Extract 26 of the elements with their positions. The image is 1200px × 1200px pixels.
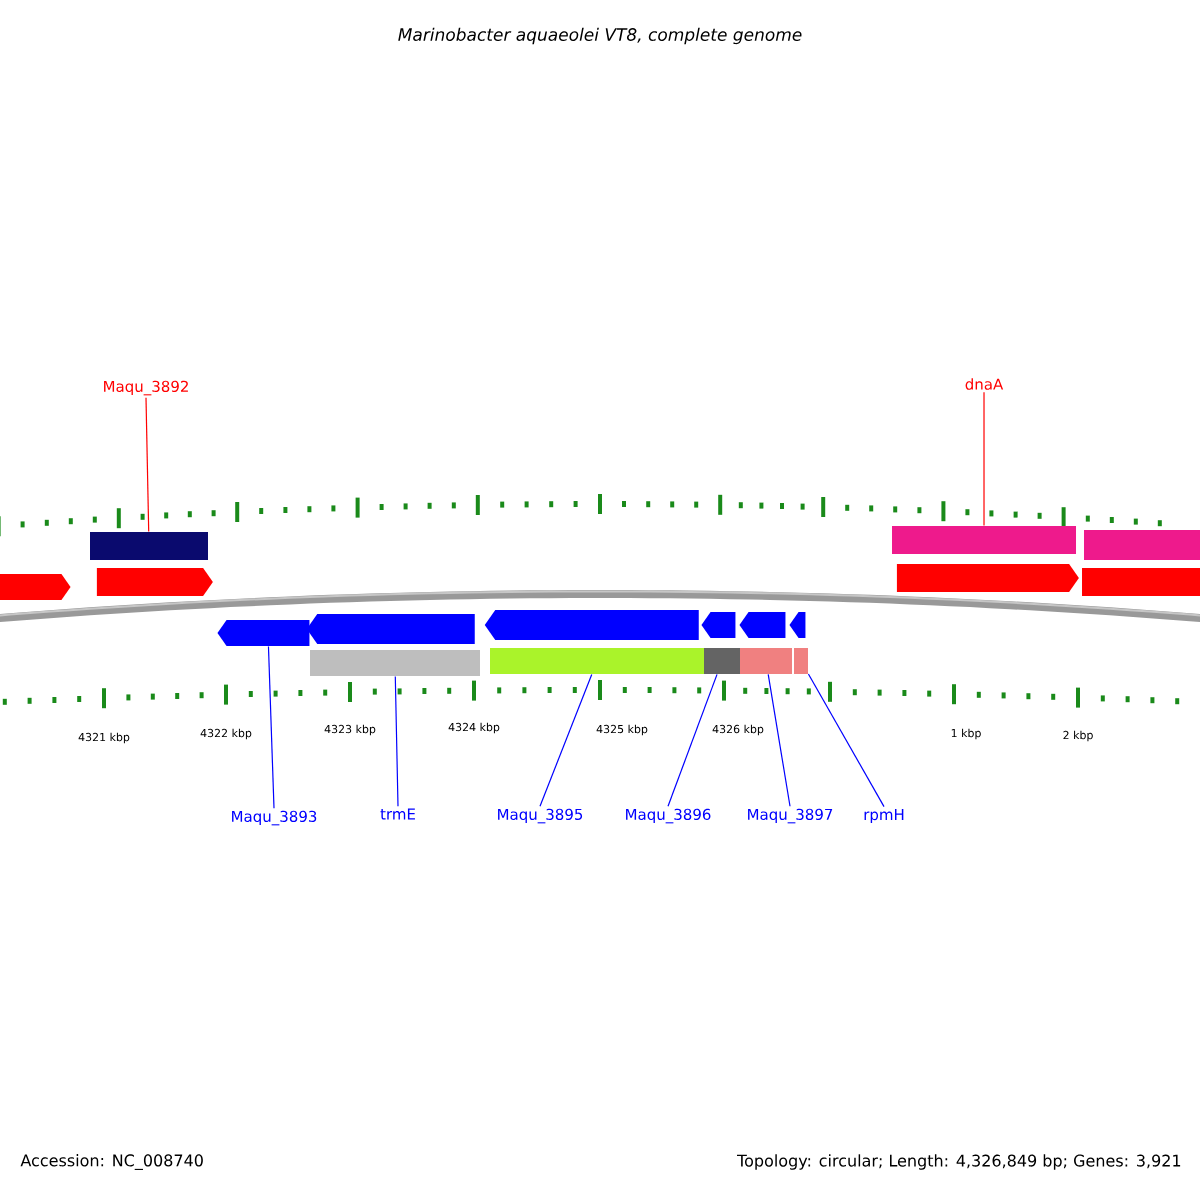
gene-feature [484,610,699,640]
gene-feature [794,648,808,674]
leader-line [267,645,275,809]
footer-text: Topology: circular; Length: 4,326,849 bp; Genes: 3,921 [735,1152,1184,1172]
leader-line [807,673,885,808]
gene-feature [1084,530,1200,560]
gene-feature [217,620,310,646]
gene-feature [1082,568,1200,596]
gene-feature [896,564,1079,592]
gene-feature [892,526,1076,554]
leader-line [767,673,791,807]
gene-feature [739,612,786,638]
gene-feature [90,532,208,560]
leader-line [983,391,985,527]
gene-feature [96,568,213,596]
leader-line [394,675,399,807]
gene-feature [701,612,736,638]
gene-feature [0,574,71,600]
gene-feature [306,614,475,644]
gene-feature [490,648,704,674]
gene-feature [704,648,740,674]
gene-feature [789,612,806,638]
leader-line [145,397,150,533]
footer-text: Accession: NC_008740 [18,1152,206,1172]
title: Marinobacter aquaeolei VT8, complete genome [398,27,802,45]
gene-feature [310,650,480,676]
